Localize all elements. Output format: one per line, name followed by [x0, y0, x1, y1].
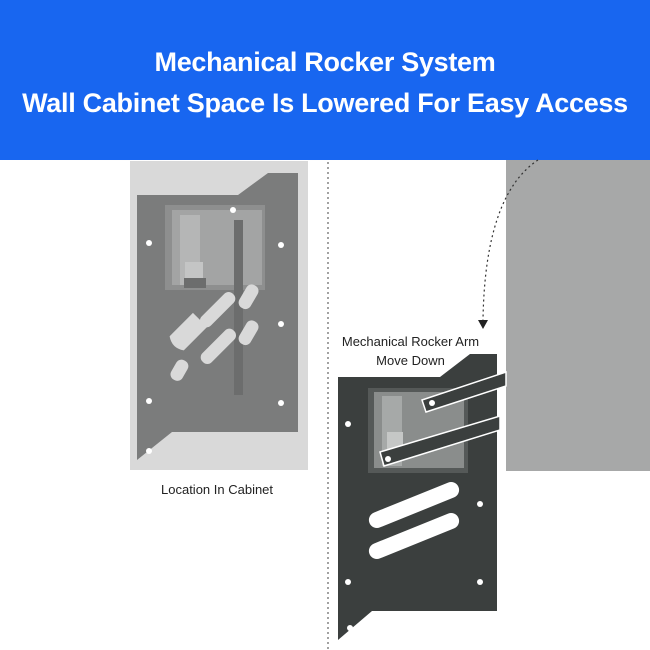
bracket-raised	[137, 173, 298, 460]
bracket-lowered	[338, 354, 507, 640]
arrow-head-icon	[478, 320, 488, 329]
rocker-arm-caption-line2: Move Down	[376, 353, 445, 368]
move-arrow-path	[482, 159, 539, 321]
rocker-arm-caption: Mechanical Rocker Arm Move Down	[333, 332, 488, 370]
banner-title-line1: Mechanical Rocker System	[154, 47, 496, 77]
header-banner: Mechanical Rocker System Wall Cabinet Sp…	[0, 0, 650, 160]
cabinet-side	[506, 160, 650, 471]
banner-title-line2: Wall Cabinet Space Is Lowered For Easy A…	[22, 88, 628, 118]
rocker-arm-caption-line1: Mechanical Rocker Arm	[341, 334, 480, 349]
location-caption: Location In Cabinet	[161, 482, 274, 497]
